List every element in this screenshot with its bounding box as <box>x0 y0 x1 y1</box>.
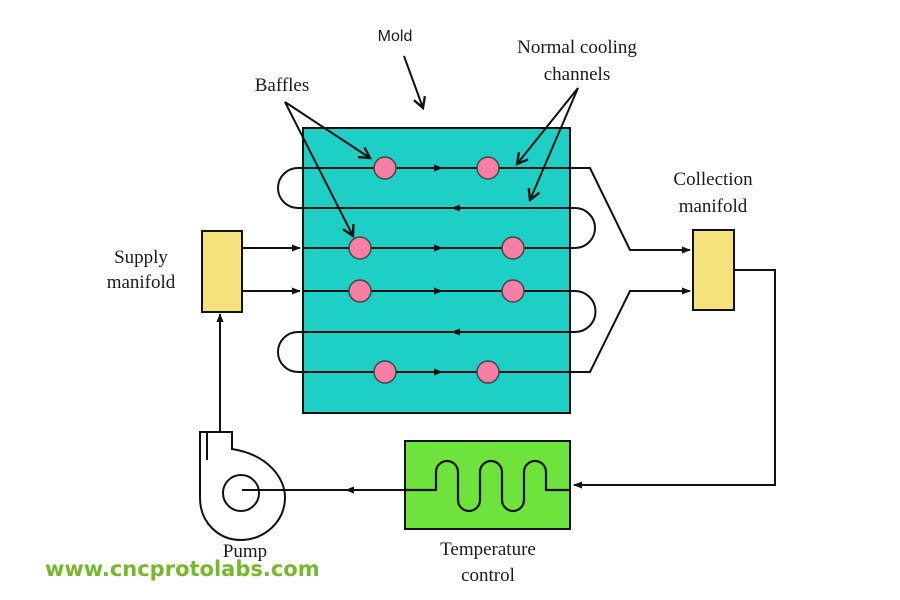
mold-pointer-arrow <box>403 55 423 108</box>
cooling-pointer-2 <box>530 87 579 200</box>
supply-manifold-label-line1: Supply <box>114 247 168 268</box>
mold-block <box>302 127 571 414</box>
baffle <box>348 236 372 260</box>
channel-loops <box>277 167 597 373</box>
pump-icon <box>199 431 287 542</box>
return-line <box>573 269 776 489</box>
baffle <box>348 279 372 303</box>
mold-label: Mold <box>378 28 413 45</box>
heat-exchanger-coil-icon <box>405 459 570 513</box>
flow-arrows <box>418 164 472 376</box>
baffles-pointer-2 <box>284 101 353 236</box>
watermark: www.cncprotolabs.com <box>45 557 320 581</box>
temperature-control-label-line2: control <box>461 565 515 586</box>
baffles-pointer-1 <box>284 101 370 158</box>
collection-line-top <box>570 167 691 254</box>
normal-cooling-label-line1: Normal cooling <box>517 37 637 58</box>
baffle <box>501 236 525 260</box>
baffle <box>501 279 525 303</box>
baffles <box>348 156 525 384</box>
supply-manifold-label-line2: manifold <box>107 272 176 293</box>
collection-manifold-label-line1: Collection <box>673 169 753 190</box>
baffle <box>373 360 397 384</box>
pump-label: Pump <box>223 541 267 562</box>
collection-line-bottom <box>570 287 691 373</box>
temperature-control-label-line1: Temperature <box>440 539 536 560</box>
supply-manifold <box>201 230 243 313</box>
baffle <box>476 156 500 180</box>
normal-cooling-label-line2: channels <box>544 64 610 85</box>
temperature-control-unit <box>404 440 571 530</box>
cooling-pointer-1 <box>517 87 579 164</box>
collection-manifold-label-line2: manifold <box>679 196 748 217</box>
baffle <box>373 156 397 180</box>
baffles-label: Baffles <box>255 75 310 96</box>
baffle <box>476 360 500 384</box>
collection-manifold <box>692 229 735 311</box>
